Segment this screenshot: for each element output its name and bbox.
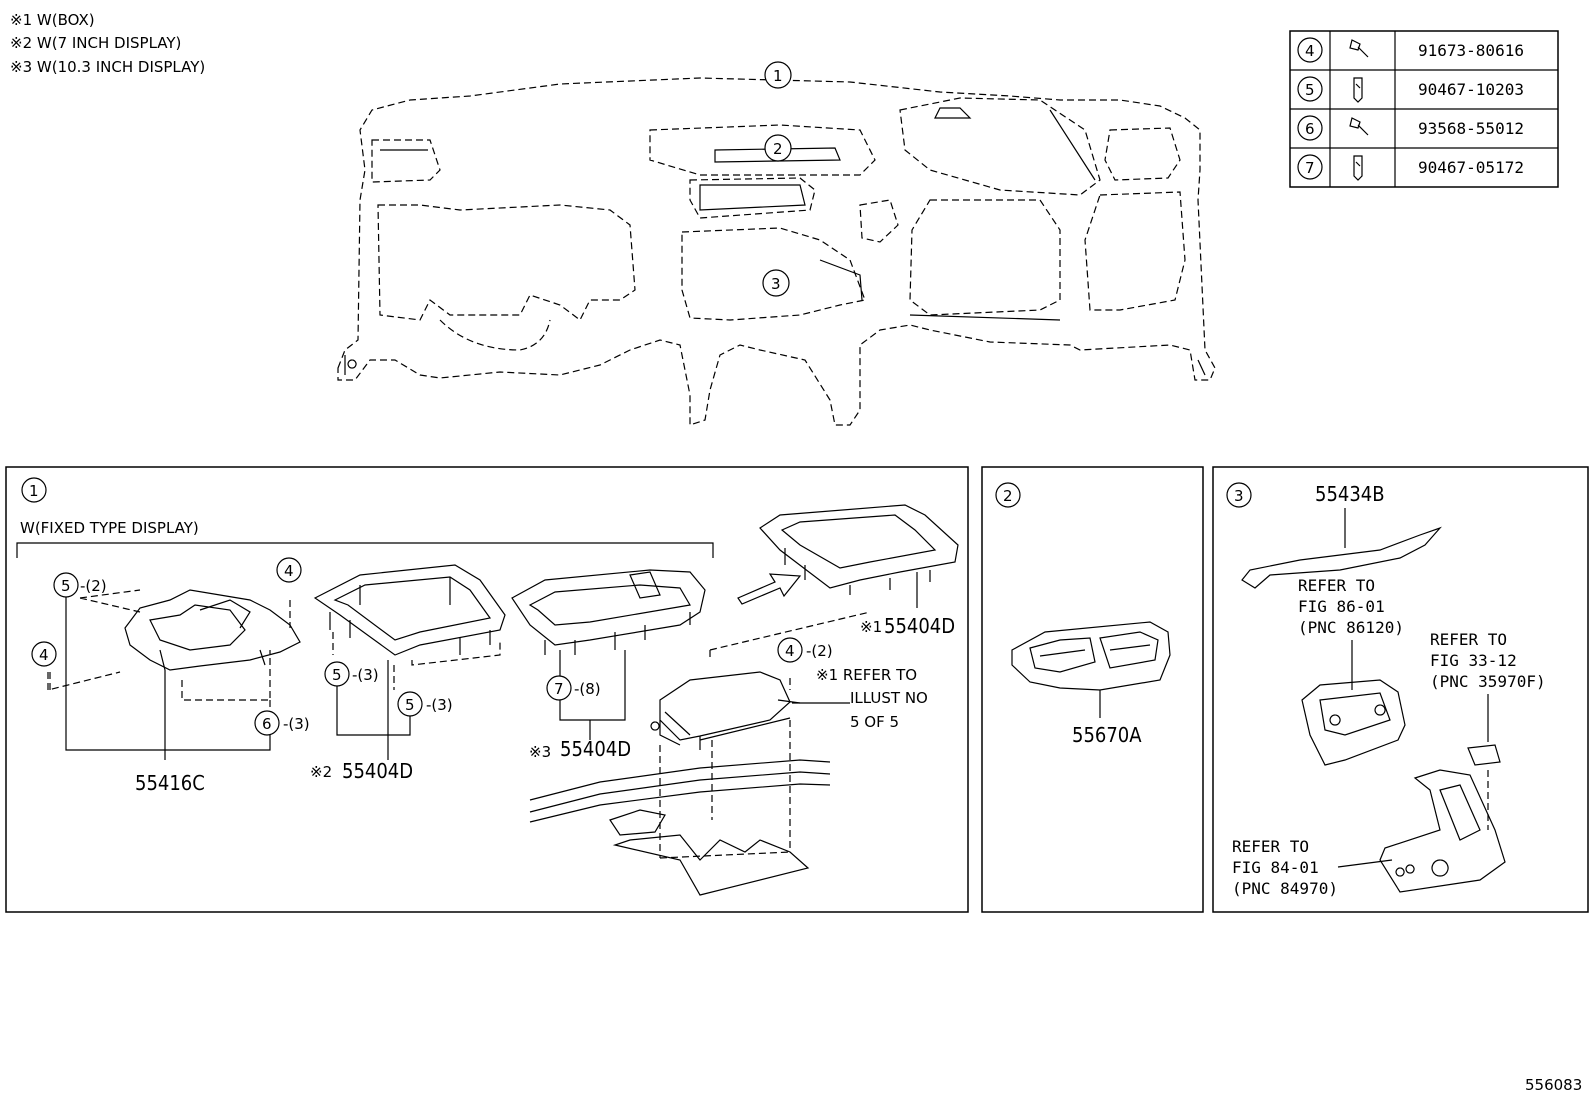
callout-5a[interactable]: 5 — [53, 572, 79, 598]
part-55434b[interactable]: 55434B — [1315, 482, 1385, 506]
svg-text:91673-80616: 91673-80616 — [1418, 41, 1524, 60]
instrument-panel-section — [529, 759, 831, 896]
svg-text:90467-05172: 90467-05172 — [1418, 158, 1524, 177]
panel-1-callout[interactable]: 1 — [21, 477, 47, 503]
table-row[interactable]: 5 90467-10203 — [1297, 76, 1524, 103]
bezel-10-inch[interactable] — [511, 569, 706, 655]
fixed-display-label: W(FIXED TYPE DISPLAY) — [20, 519, 199, 537]
refer-b-line-3: (PNC 35970F) — [1430, 672, 1546, 691]
svg-text:90467-10203: 90467-10203 — [1418, 80, 1524, 99]
refer-line-2: ILLUST NO — [850, 689, 928, 707]
callout-7[interactable]: 7 — [546, 675, 572, 701]
part-55670a[interactable]: 55670A — [1072, 723, 1142, 747]
display-unit[interactable] — [650, 671, 801, 750]
refer-a-line-2: FIG 86-01 — [1298, 597, 1385, 616]
part-2-mark: ※2 — [310, 763, 332, 781]
svg-text:93568-55012: 93568-55012 — [1418, 119, 1524, 138]
part-3-55404d[interactable]: 55404D — [560, 737, 631, 761]
overview-callout-3[interactable]: 3 — [762, 269, 790, 297]
refer-c-line-1: REFER TO — [1232, 837, 1309, 856]
callout-6-qty: -(3) — [283, 715, 310, 733]
panel-2-frame — [981, 466, 1204, 913]
callout-5b-qty: -(3) — [352, 666, 379, 684]
trim-strip[interactable] — [1241, 526, 1442, 589]
table-row[interactable]: 4 91673-80616 — [1297, 37, 1524, 63]
table-row[interactable]: 6 93568-55012 — [1297, 115, 1524, 141]
air-vent[interactable] — [1011, 621, 1171, 691]
svg-text:2: 2 — [1003, 487, 1013, 505]
callout-5b[interactable]: 5 — [324, 661, 350, 687]
callout-6[interactable]: 6 — [254, 710, 280, 736]
panel-1-frame — [5, 466, 969, 913]
svg-text:6: 6 — [262, 715, 272, 733]
svg-text:7: 7 — [554, 680, 564, 698]
svg-text:1: 1 — [29, 482, 39, 500]
svg-text:2: 2 — [773, 140, 783, 158]
svg-text:3: 3 — [1234, 487, 1244, 505]
climate-panel[interactable] — [1301, 679, 1406, 766]
overview-callout-2[interactable]: 2 — [764, 134, 792, 162]
callout-4c-qty: -(2) — [806, 642, 833, 660]
panel-2-callout[interactable]: 2 — [995, 482, 1021, 508]
refer-line-3: 5 OF 5 — [850, 713, 899, 731]
svg-text:6: 6 — [1305, 120, 1315, 138]
callout-7-qty: -(8) — [574, 680, 601, 698]
part-1-mark: ※1 — [860, 618, 882, 636]
group-bracket — [16, 542, 714, 558]
svg-text:5: 5 — [61, 577, 71, 595]
arrow-icon — [737, 573, 802, 605]
refer-b-line-2: FIG 33-12 — [1430, 651, 1517, 670]
svg-text:4: 4 — [785, 642, 795, 660]
dashboard-overview — [337, 77, 1216, 426]
svg-text:7: 7 — [1305, 159, 1315, 177]
svg-text:5: 5 — [332, 666, 342, 684]
note-1: ※1 W(BOX) — [10, 11, 95, 29]
refer-c-line-3: (PNC 84970) — [1232, 879, 1338, 898]
panel-3-frame — [1212, 466, 1589, 913]
svg-text:5: 5 — [1305, 81, 1315, 99]
table-row[interactable]: 7 90467-05172 — [1297, 154, 1524, 181]
callout-4b[interactable]: 4 — [31, 641, 57, 667]
console-panel[interactable] — [1379, 769, 1506, 893]
callout-5c-qty: -(3) — [426, 696, 453, 714]
svg-text:3: 3 — [771, 275, 781, 293]
overview-callout-1[interactable]: 1 — [764, 61, 792, 89]
svg-text:4: 4 — [1305, 42, 1315, 60]
switch-module[interactable] — [1467, 744, 1501, 766]
part-3-mark: ※3 — [529, 743, 551, 761]
callout-5c[interactable]: 5 — [397, 691, 423, 717]
fastener-table: 4 91673-80616 5 90467-10203 6 93568-5501… — [1289, 30, 1559, 188]
bolt-icon — [1349, 39, 1369, 58]
svg-text:5: 5 — [405, 696, 415, 714]
note-3: ※3 W(10.3 INCH DISPLAY) — [10, 58, 205, 76]
figure-id: 556083 — [1525, 1076, 1582, 1094]
callout-5a-qty: -(2) — [80, 577, 107, 595]
refer-a-line-1: REFER TO — [1298, 576, 1375, 595]
svg-text:1: 1 — [773, 67, 783, 85]
panel-3-callout[interactable]: 3 — [1226, 482, 1252, 508]
part-2-55404d[interactable]: 55404D — [342, 759, 413, 783]
refer-b-line-1: REFER TO — [1430, 630, 1507, 649]
bezel-7-inch[interactable] — [313, 564, 506, 656]
part-55416c[interactable]: 55416C — [135, 771, 205, 795]
svg-text:4: 4 — [39, 646, 49, 664]
screw-icon — [1349, 117, 1369, 136]
svg-text:4: 4 — [284, 562, 294, 580]
callout-4a[interactable]: 4 — [276, 557, 302, 583]
clip-icon — [1353, 155, 1363, 181]
refer-line-1: ※1 REFER TO — [816, 666, 917, 684]
refer-a-line-3: (PNC 86120) — [1298, 618, 1404, 637]
bezel-box[interactable] — [759, 504, 959, 595]
callout-4c[interactable]: 4 — [777, 637, 803, 663]
clip-icon — [1353, 77, 1363, 103]
part-1-55404d[interactable]: 55404D — [884, 614, 955, 638]
bracket-55416c[interactable] — [124, 589, 301, 671]
note-2: ※2 W(7 INCH DISPLAY) — [10, 34, 181, 52]
refer-c-line-2: FIG 84-01 — [1232, 858, 1319, 877]
